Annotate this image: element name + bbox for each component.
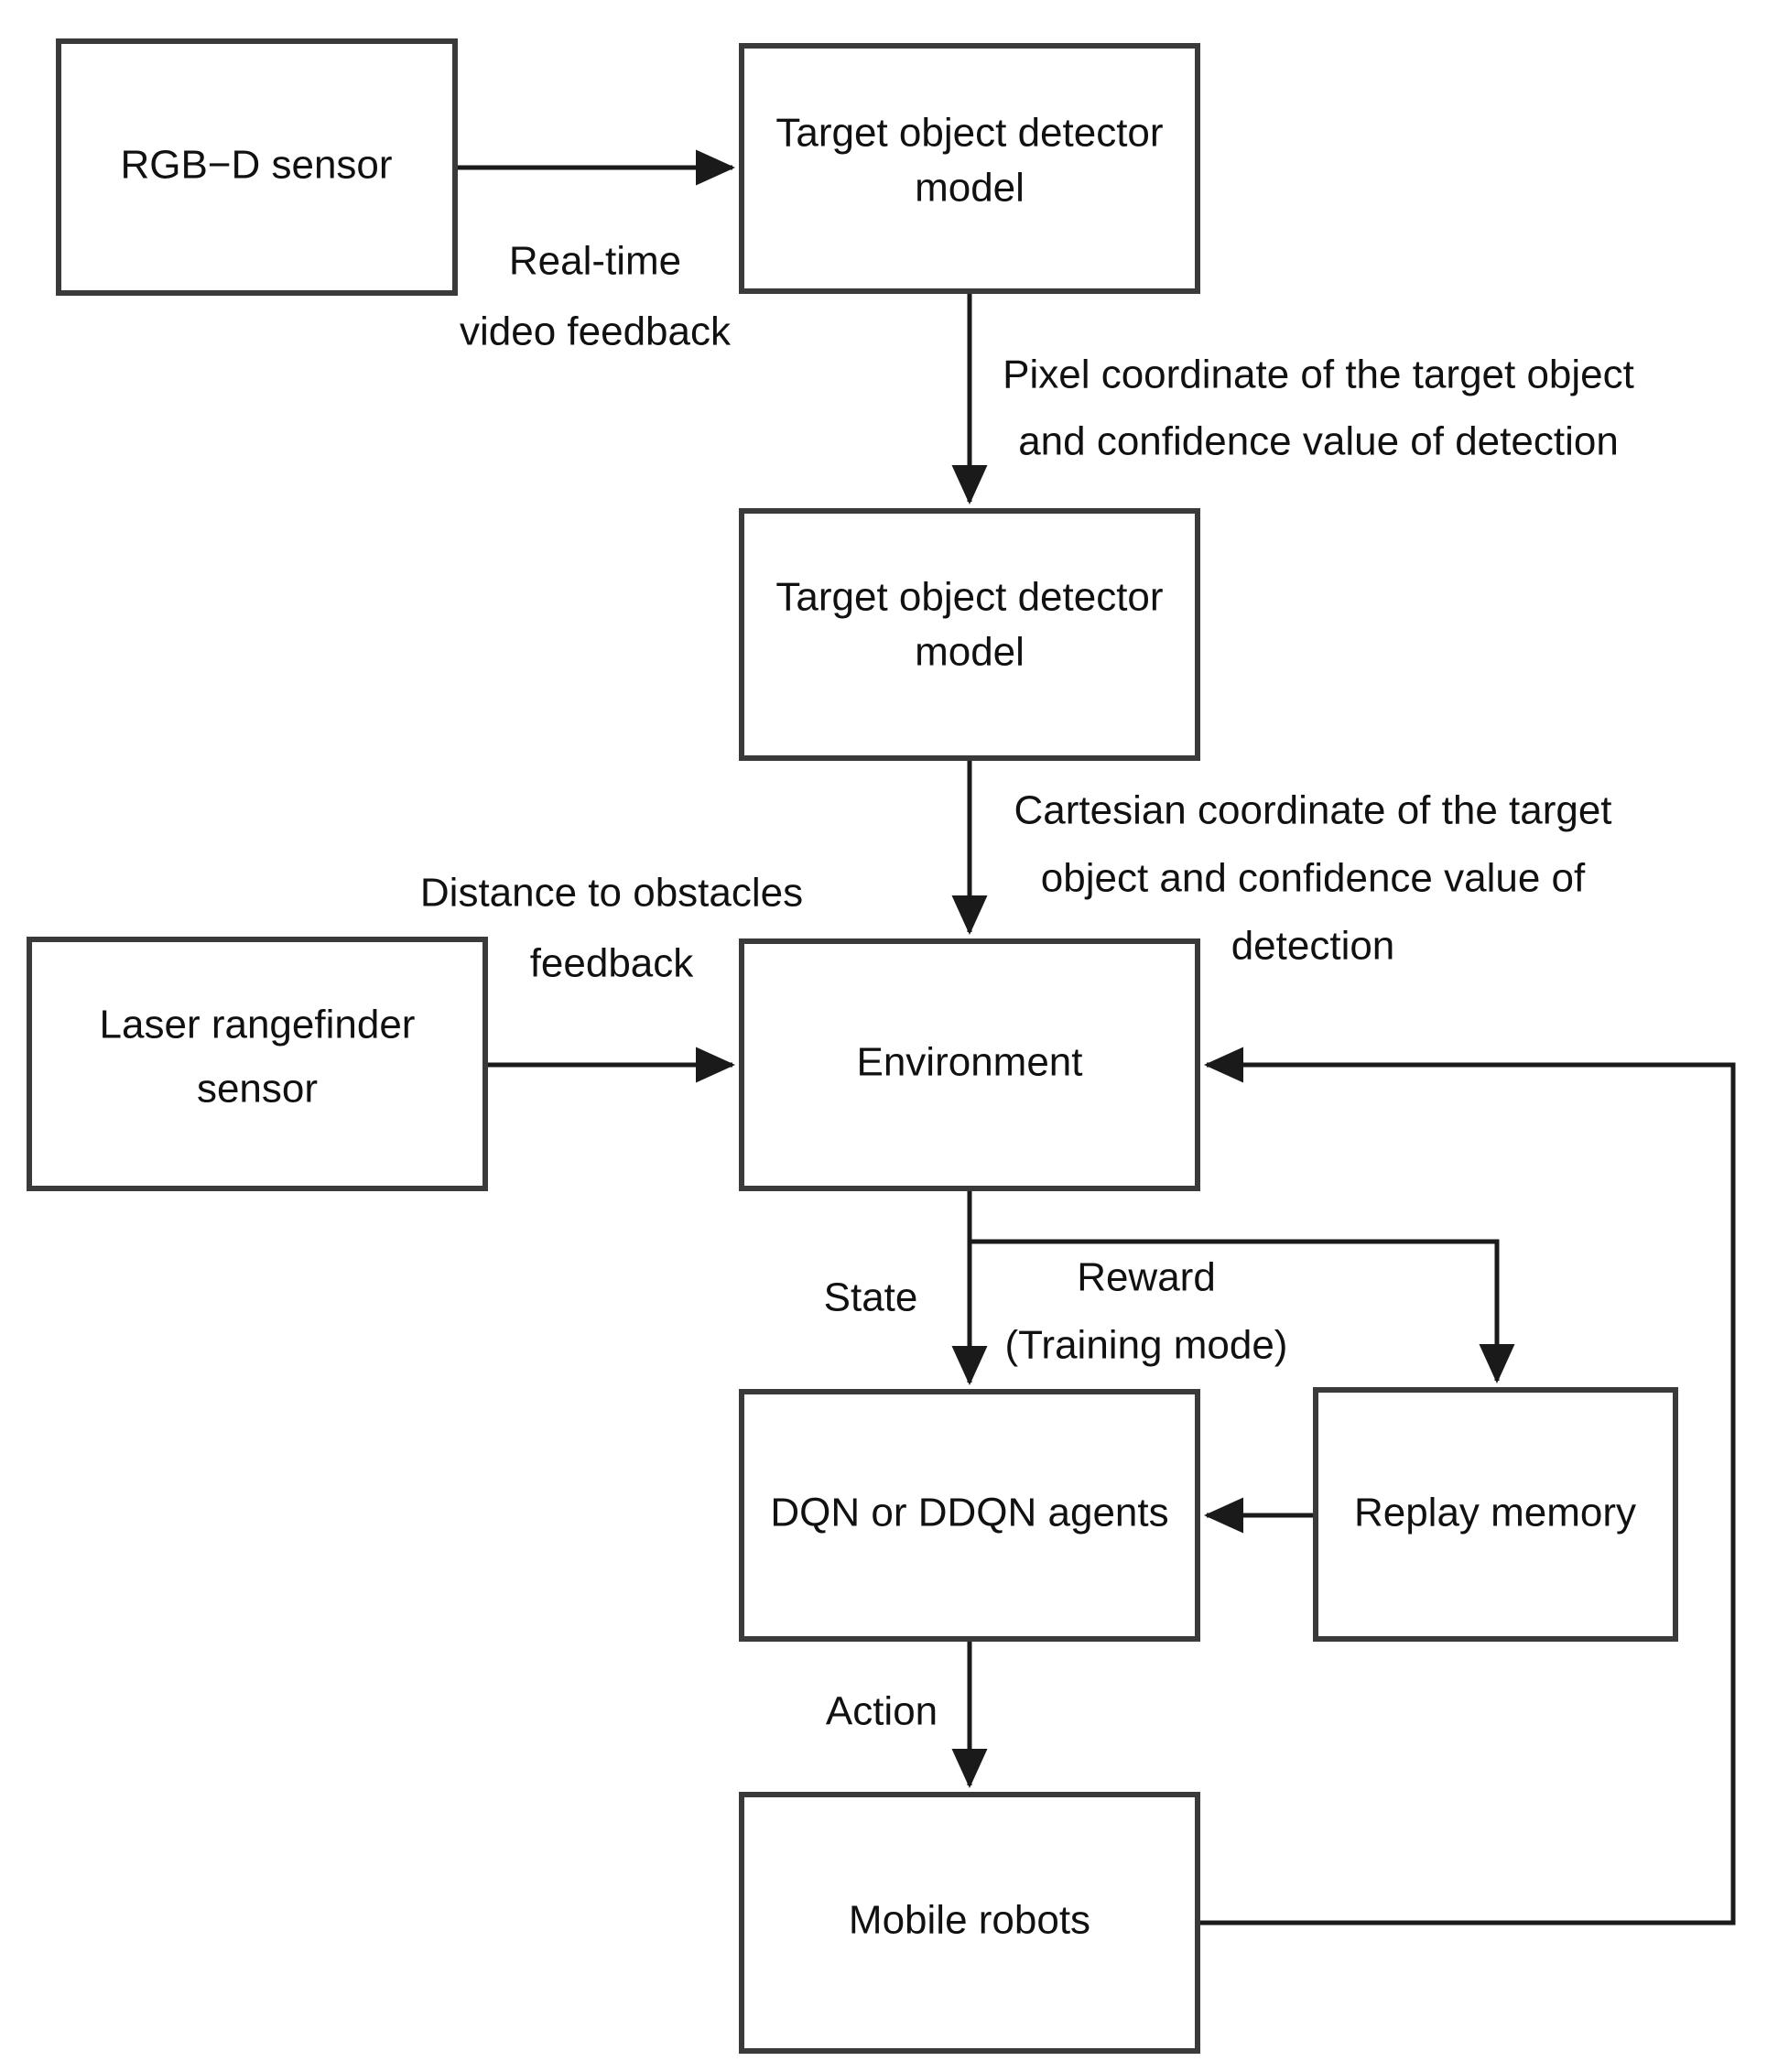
target-object-detector-model-2-label-line2: model bbox=[915, 630, 1025, 675]
replay-memory-box[interactable] bbox=[1313, 1387, 1678, 1642]
mobile-robots-label: Mobile robots bbox=[849, 1898, 1090, 1943]
edge-label-pixel-coordinate: Pixel coordinate of the target object an… bbox=[1003, 353, 1634, 464]
edge-environment-to-replay-memory bbox=[970, 1239, 1515, 1383]
node-dqn-or-ddqn-agents[interactable]: DQN or DDQN agents bbox=[739, 1389, 1200, 1642]
edge-label-cartesian-line3: detection bbox=[1231, 924, 1395, 969]
laser-rangefinder-sensor-box[interactable] bbox=[27, 937, 488, 1191]
edge-label-cartesian-line2: object and confidence value of bbox=[1041, 856, 1586, 901]
edge-label-state: State bbox=[824, 1275, 918, 1320]
node-rgbd-sensor[interactable]: RGB−D sensor bbox=[56, 38, 458, 296]
edge-label-reward: Reward (Training mode) bbox=[1005, 1255, 1288, 1368]
edge-label-distance-to-obstacles: Distance to obstacles feedback bbox=[420, 871, 803, 986]
edge-label-cartesian-coordinate: Cartesian coordinate of the target objec… bbox=[1014, 788, 1611, 969]
node-target-object-detector-model-2[interactable]: Target object detector model bbox=[739, 508, 1200, 761]
edge-label-real-time-video-feedback: Real-time video feedback bbox=[460, 239, 732, 354]
edge-label-rgbd-line2: video feedback bbox=[460, 309, 732, 354]
edge-label-distance-line2: feedback bbox=[530, 941, 695, 986]
target-object-detector-model-1-box[interactable] bbox=[739, 43, 1200, 294]
edge-label-pixel-line1: Pixel coordinate of the target object bbox=[1003, 353, 1634, 397]
laser-rangefinder-sensor-label-line2: sensor bbox=[197, 1067, 318, 1112]
node-environment[interactable]: Environment bbox=[739, 938, 1200, 1191]
node-laser-rangefinder-sensor[interactable]: Laser rangefinder sensor bbox=[27, 937, 488, 1191]
target-object-detector-model-1-label-line1: Target object detector bbox=[775, 111, 1163, 156]
edge-label-reward-line1: Reward bbox=[1077, 1255, 1216, 1300]
node-replay-memory[interactable]: Replay memory bbox=[1313, 1387, 1678, 1642]
edge-label-cartesian-line1: Cartesian coordinate of the target bbox=[1014, 788, 1611, 833]
edge-label-rgbd-line1: Real-time bbox=[509, 239, 681, 284]
environment-label: Environment bbox=[856, 1040, 1082, 1085]
edge-label-reward-line2: (Training mode) bbox=[1005, 1323, 1288, 1368]
edge-label-pixel-line2: and confidence value of detection bbox=[1018, 419, 1619, 464]
mobile-robots-box[interactable] bbox=[739, 1792, 1200, 2054]
target-object-detector-model-2-label-line1: Target object detector bbox=[775, 575, 1163, 620]
node-target-object-detector-model-1[interactable]: Target object detector model bbox=[739, 43, 1200, 294]
dqn-or-ddqn-agents-label: DQN or DDQN agents bbox=[770, 1491, 1168, 1535]
rgbd-sensor-label: RGB−D sensor bbox=[120, 143, 392, 188]
edge-label-action-text: Action bbox=[826, 1689, 938, 1734]
dqn-or-ddqn-agents-box[interactable] bbox=[739, 1389, 1200, 1642]
environment-box[interactable] bbox=[739, 938, 1200, 1191]
edge-label-state-text: State bbox=[824, 1275, 918, 1320]
rgbd-sensor-box[interactable] bbox=[56, 38, 458, 296]
edge-label-distance-line1: Distance to obstacles bbox=[420, 871, 803, 916]
replay-memory-label: Replay memory bbox=[1354, 1491, 1636, 1535]
target-object-detector-model-1-label-line2: model bbox=[915, 166, 1025, 211]
edge-label-action: Action bbox=[826, 1689, 938, 1734]
target-object-detector-model-2-box[interactable] bbox=[739, 508, 1200, 761]
edge-mobile-robots-to-environment bbox=[1198, 1047, 1736, 1926]
laser-rangefinder-sensor-label-line1: Laser rangefinder bbox=[100, 1003, 416, 1047]
node-mobile-robots[interactable]: Mobile robots bbox=[739, 1792, 1200, 2054]
